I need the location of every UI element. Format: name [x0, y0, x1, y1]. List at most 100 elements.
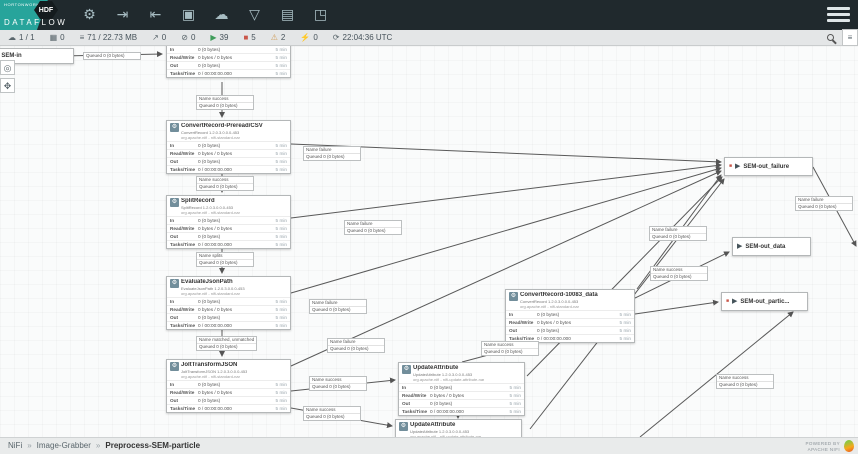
- breadcrumb-image-grabber[interactable]: Image-Grabber: [36, 441, 91, 450]
- remote-process-group-icon[interactable]: ☁: [214, 6, 229, 22]
- stat-label: Read/Write: [170, 390, 195, 395]
- connection-queued: Queued 0 (0 bytes): [86, 53, 125, 58]
- processor-node[interactable]: ⚙ UpdateAttribute UpdateAttribute 1.2.0.…: [398, 362, 525, 416]
- processor-node[interactable]: ⚙ UpdateAttribute UpdateAttribute 1.2.0.…: [395, 419, 522, 437]
- processor-node[interactable]: ⚙ ConvertRecord-Preread/CSV ConvertRecor…: [166, 120, 291, 174]
- navigate-palette-button[interactable]: ◎: [0, 60, 15, 75]
- connection-label[interactable]: Name failure Queued 0 (0 bytes): [327, 338, 385, 353]
- connection-label[interactable]: Name success Queued 0 (0 bytes): [303, 406, 361, 421]
- stat-label: Out: [170, 159, 179, 164]
- label-icon[interactable]: ◳: [313, 6, 328, 22]
- connection-label[interactable]: Name failure Queued 0 (0 bytes): [795, 196, 853, 211]
- connection-label[interactable]: Name matched, unmatched Queued 0 (0 byte…: [196, 336, 258, 351]
- connection-label[interactable]: Name failure Queued 0 (0 bytes): [649, 226, 707, 241]
- connection-line[interactable]: [290, 170, 722, 367]
- queued-size-value: 71 / 22.73 MB: [87, 33, 138, 42]
- stat-label: In: [170, 299, 175, 304]
- processor-icon: ⚙: [170, 362, 179, 371]
- connection-label[interactable]: Name failure Queued 0 (0 bytes): [303, 146, 361, 161]
- output-port-icon[interactable]: ⇤: [149, 6, 162, 22]
- stat-value: 0 bytes / 0 bytes: [198, 151, 233, 156]
- connection-name: Name success: [199, 96, 229, 101]
- processor-icon: ⚙: [170, 123, 179, 132]
- processor-node[interactable]: ⚙ JoltTransformJSON JoltTransformJSON 1.…: [166, 359, 291, 413]
- operate-palette-button[interactable]: ✥: [0, 78, 15, 93]
- connection-line[interactable]: [290, 166, 722, 294]
- processor-bundle: org.apache.nifi - nifi-standard-nar: [181, 210, 240, 215]
- input-port-sem-in[interactable]: ▶ SEM-in: [0, 48, 74, 64]
- stat-window: 5 min: [275, 242, 287, 247]
- output-port-sem-out-data[interactable]: ▶ SEM-out_data: [732, 237, 811, 256]
- processor-type: UpdateAttribute 1.2.0.3.0.0.0-453: [413, 372, 473, 377]
- flow-canvas[interactable]: ◎ ✥ ▶ SEM-in ⚙ In0 (0 bytes)5 min Read/W…: [0, 46, 858, 437]
- connection-label[interactable]: Name success Queued 0 (0 bytes): [309, 376, 367, 391]
- connection-label[interactable]: Queued 0 (0 bytes): [83, 52, 141, 60]
- stat-value: 0 / 00:00:00.000: [198, 167, 232, 172]
- connection-label[interactable]: Name success Queued 0 (0 bytes): [716, 374, 774, 389]
- connection-name: Name splits: [199, 253, 223, 258]
- breadcrumb-current-group: Preprocess-SEM-particle: [105, 441, 201, 450]
- stat-value: 0 (0 bytes): [537, 312, 560, 317]
- template-icon[interactable]: ▤: [280, 6, 295, 22]
- output-port-sem-out-partic[interactable]: ■ ▶ SEM-out_partic...: [721, 292, 808, 311]
- process-group-icon[interactable]: ▣: [181, 6, 196, 22]
- connection-label[interactable]: Name success Queued 0 (0 bytes): [481, 341, 539, 356]
- connection-line[interactable]: [634, 299, 719, 315]
- stat-window: 5 min: [509, 393, 521, 398]
- connection-name: Name failure: [330, 339, 356, 344]
- connection-label[interactable]: Name success Queued 0 (0 bytes): [196, 95, 254, 110]
- connection-label[interactable]: Name success Queued 0 (0 bytes): [196, 176, 254, 191]
- input-port-icon[interactable]: ⇥: [116, 6, 129, 22]
- stat-label: Read/Write: [170, 226, 195, 231]
- stat-window: 5 min: [275, 398, 287, 403]
- stat-window: 5 min: [619, 320, 631, 325]
- connection-name: Name success: [653, 267, 683, 272]
- funnel-icon[interactable]: ▽: [249, 6, 260, 22]
- connection-queued: Queued 0 (0 bytes): [345, 227, 401, 234]
- refresh-icon[interactable]: ⟳: [332, 33, 340, 42]
- stat-window: 5 min: [275, 71, 287, 76]
- stat-value: 0 (0 bytes): [198, 234, 221, 239]
- processor-icon[interactable]: ⚙: [83, 6, 96, 22]
- hdf-logo: HDF: [34, 1, 58, 19]
- not-transmitting-status: ⊘0: [181, 33, 195, 42]
- hamburger-menu-icon[interactable]: [827, 7, 850, 23]
- output-port-sem-out-failure[interactable]: ■ ▶ SEM-out_failure: [724, 157, 813, 176]
- transmitting-icon: ↗: [152, 33, 159, 42]
- stat-value: 0 (0 bytes): [198, 47, 221, 52]
- sidebar-toggle-button[interactable]: ≡: [842, 29, 858, 46]
- processor-icon: ⚙: [402, 365, 411, 374]
- stat-value: 0 (0 bytes): [198, 382, 221, 387]
- stat-window: 5 min: [275, 151, 287, 156]
- connection-label[interactable]: Name failure Queued 0 (0 bytes): [309, 299, 367, 314]
- stat-value: 0 bytes / 0 bytes: [198, 307, 233, 312]
- connection-label[interactable]: Name splits Queued 0 (0 bytes): [196, 252, 254, 267]
- powered-by-line2: APACHE NIFI: [807, 446, 840, 452]
- powered-by-text: POWERED BY APACHE NIFI: [805, 441, 840, 452]
- connection-queued: Queued 0 (0 bytes): [651, 273, 707, 280]
- transmitting-value: 0: [161, 33, 167, 42]
- connection-line[interactable]: [290, 162, 722, 219]
- connection-line[interactable]: [290, 143, 722, 165]
- input-port-name: SEM-in: [1, 53, 22, 59]
- breadcrumb-nifi[interactable]: NiFi: [8, 441, 23, 450]
- connection-name: Name success: [199, 177, 229, 182]
- connection-label[interactable]: Name failure Queued 0 (0 bytes): [344, 220, 402, 235]
- search-icon[interactable]: [827, 34, 834, 41]
- processor-node[interactable]: ⚙ ConvertRecord-10083_data ConvertRecord…: [505, 289, 635, 343]
- disabled-value: 0: [313, 33, 318, 42]
- breadcrumb-separator: »: [95, 441, 101, 450]
- stat-label: Read/Write: [170, 55, 195, 60]
- connection-label[interactable]: Name success Queued 0 (0 bytes): [650, 266, 708, 281]
- stat-window: 5 min: [275, 234, 287, 239]
- processor-node[interactable]: ⚙ EvaluateJsonPath EvaluateJsonPath 1.2.…: [166, 276, 291, 330]
- processor-node[interactable]: ⚙ SplitRecord SplitRecord 1.2.0.3.0.0.0-…: [166, 195, 291, 249]
